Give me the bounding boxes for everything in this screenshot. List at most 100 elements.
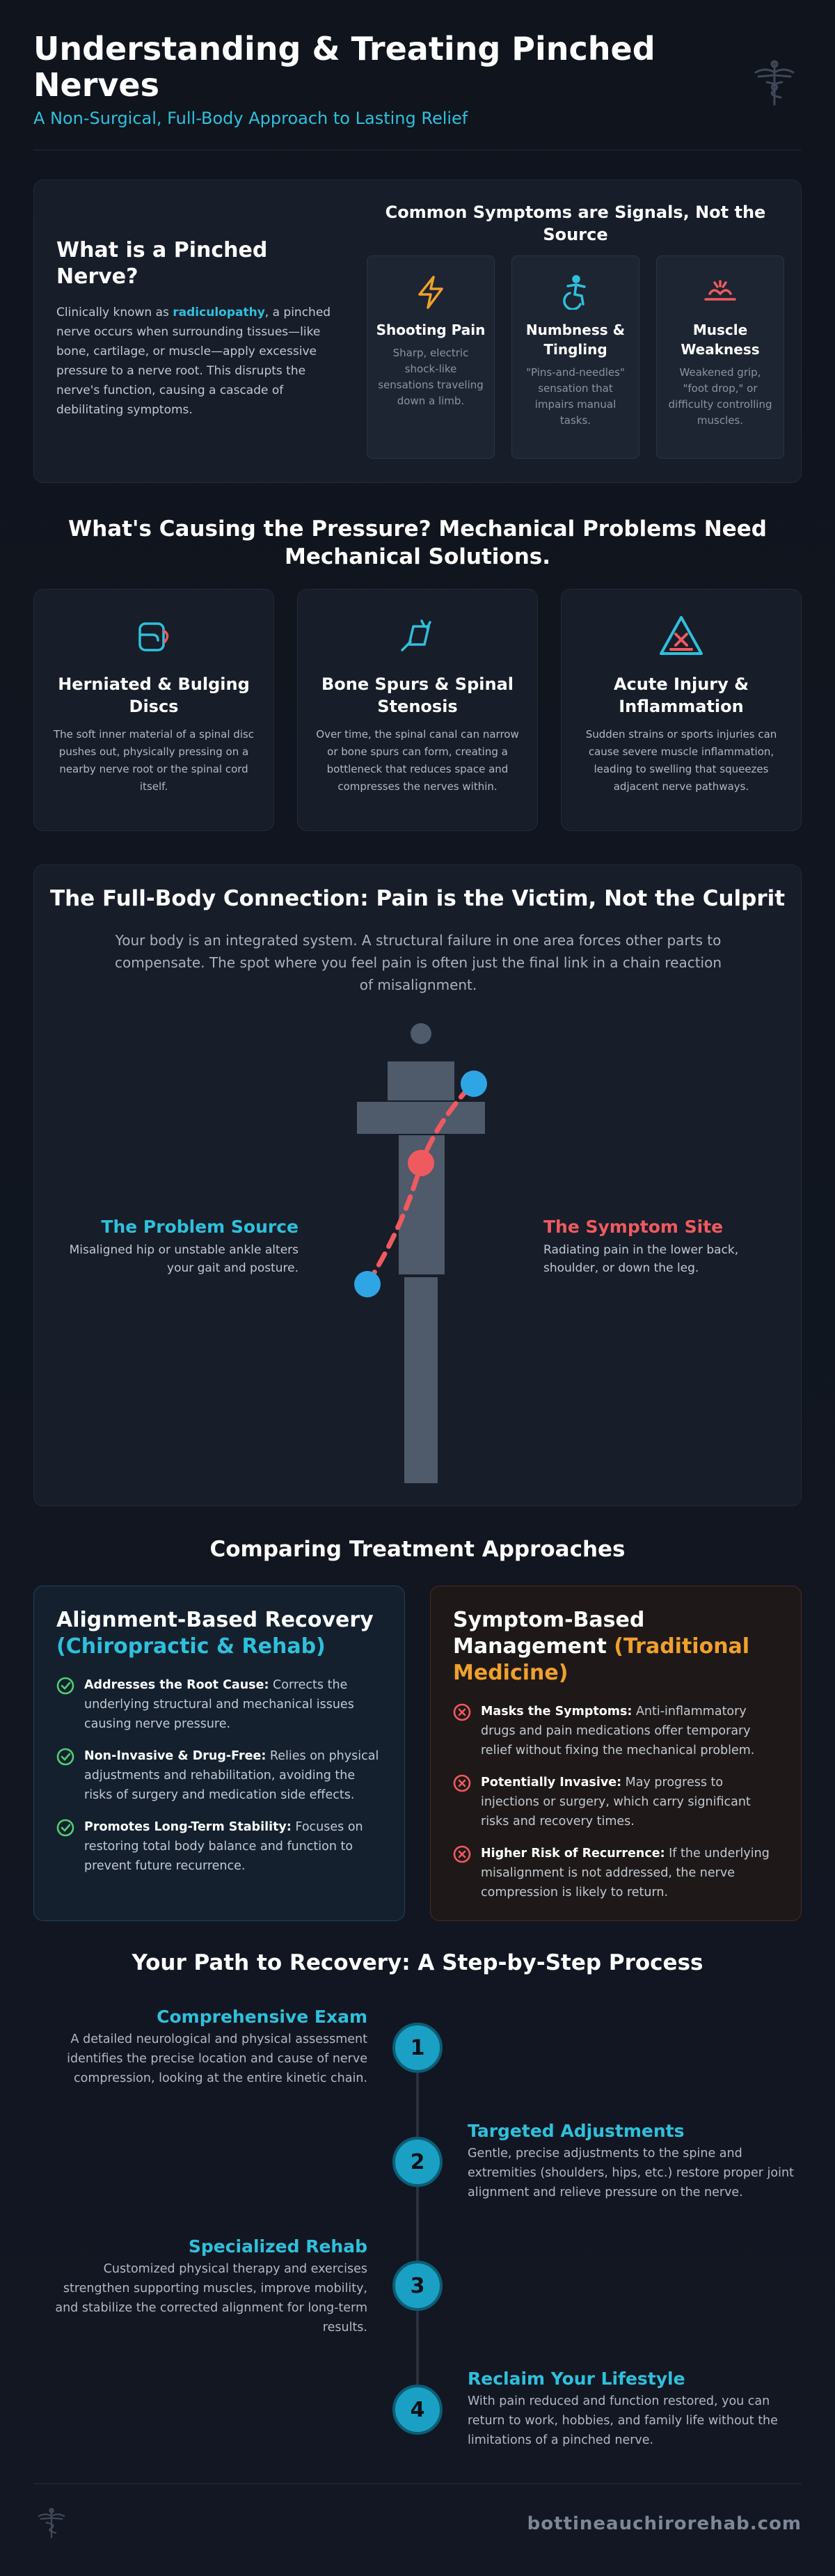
step-title: Reclaim Your Lifestyle	[468, 2369, 685, 2389]
cause-desc: Sudden strains or sports injuries can ca…	[585, 728, 777, 793]
arms	[357, 1102, 485, 1134]
body-diagram	[354, 1023, 487, 1483]
cause-desc: The soft inner material of a spinal disc…	[53, 728, 255, 793]
symptom-desc: Weakened grip, "foot drop," or difficult…	[668, 366, 772, 427]
list-item: Non-Invasive & Drug-Free: Relies on phys…	[56, 1746, 382, 1805]
causes-title: What's Causing the Pressure? Mechanical …	[68, 516, 767, 569]
step-text: Reclaim Your Lifestyle With pain reduced…	[468, 2368, 795, 2450]
header: Understanding & Treating Pinched Nerves …	[33, 31, 802, 150]
symptom-site-label: The Symptom Site Radiating pain in the l…	[543, 1216, 794, 1277]
step-desc: With pain reduced and function restored,…	[468, 2394, 778, 2447]
alignment-title-main: Alignment-Based Recovery	[56, 1608, 374, 1632]
list-item-text: Higher Risk of Recurrence: If the underl…	[481, 1847, 770, 1899]
symptom-card: Muscle Weakness Weakened grip, "foot dro…	[656, 255, 784, 459]
website-url[interactable]: bottineauchirorehab.com	[527, 2513, 802, 2534]
intro-highlight: radiculopathy	[173, 306, 265, 319]
symptom-management-title-accent: (Traditional Medicine)	[453, 1634, 750, 1685]
step-desc: Gentle, precise adjustments to the spine…	[468, 2147, 794, 2199]
intro-title: What is a Pinched Nerve?	[56, 238, 268, 289]
symptom-title: Numbness & Tingling	[525, 322, 626, 358]
alignment-title: Alignment-Based Recovery (Chiropractic &…	[56, 1607, 382, 1660]
symptom-management-list: Masks the Symptoms: Anti-inflammatory dr…	[453, 1702, 779, 1902]
step-number: 3	[392, 2261, 443, 2311]
list-item-text: Potentially Invasive: May progress to in…	[481, 1776, 751, 1828]
page-title: Understanding & Treating Pinched Nerves	[33, 30, 655, 104]
list-item-text: Promotes Long-Term Stability: Focuses on…	[84, 1820, 363, 1873]
symptoms-panel: Common Symptoms are Signals, Not the Sou…	[367, 201, 784, 459]
connection-body: Your body is an integrated system. A str…	[114, 932, 722, 993]
symptom-management-title: Symptom-Based Management (Traditional Me…	[453, 1607, 779, 1686]
intro-card: What is a Pinched Nerve? Clinically know…	[33, 180, 802, 483]
list-item-text: Non-Invasive & Drug-Free: Relies on phys…	[84, 1749, 379, 1802]
list-item: Masks the Symptoms: Anti-inflammatory dr…	[453, 1702, 779, 1760]
cause-card: Bone Spurs & Spinal Stenosis Over time, …	[297, 589, 538, 831]
symptom-title: Shooting Pain	[376, 322, 486, 338]
legs	[404, 1277, 438, 1483]
cause-card: Acute Injury & Inflammation Sudden strai…	[561, 589, 802, 831]
list-item: Promotes Long-Term Stability: Focuses on…	[56, 1817, 382, 1876]
symptoms-title: Common Symptoms are Signals, Not the Sou…	[385, 203, 766, 244]
symptom-desc: Sharp, electric shock-like sensations tr…	[378, 347, 484, 407]
lightning-icon	[418, 276, 443, 309]
step-text: Targeted Adjustments Gentle, precise adj…	[468, 2120, 795, 2202]
list-item-text: Masks the Symptoms: Anti-inflammatory dr…	[481, 1705, 755, 1757]
caduceus-icon	[754, 60, 795, 106]
symptom-dot	[408, 1150, 434, 1176]
alignment-list: Addresses the Root Cause: Corrects the u…	[56, 1675, 382, 1876]
shoulders	[388, 1061, 454, 1100]
x-circle-icon	[453, 1774, 471, 1792]
connection-title: The Full-Body Connection: Pain is the Vi…	[49, 886, 786, 911]
intro-body: Clinically known as radiculopathy, a pin…	[56, 303, 335, 420]
symptom-site-title: The Symptom Site	[543, 1217, 724, 1237]
disc-icon	[138, 622, 169, 651]
problem-title: The Problem Source	[101, 1217, 299, 1237]
check-circle-icon	[56, 1677, 74, 1695]
x-circle-icon	[453, 1703, 471, 1721]
symptom-management-title-main: Symptom-Based Management	[453, 1608, 645, 1659]
cause-card: Herniated & Bulging Discs The soft inner…	[33, 589, 274, 831]
list-item: Potentially Invasive: May progress to in…	[453, 1773, 779, 1831]
cause-title: Acute Injury & Inflammation	[613, 674, 749, 716]
symptom-title: Muscle Weakness	[681, 322, 760, 358]
head	[411, 1023, 431, 1044]
step-title: Comprehensive Exam	[157, 2007, 367, 2027]
problem-desc: Misaligned hip or unstable ankle alters …	[69, 1243, 299, 1275]
check-circle-icon	[56, 1819, 74, 1837]
bone-spur-icon	[401, 619, 431, 651]
alignment-title-accent: (Chiropractic & Rehab)	[56, 1634, 326, 1659]
intro-body-after: , a pinched nerve occurs when surroundin…	[56, 306, 331, 417]
symptom-site-desc: Radiating pain in the lower back, should…	[543, 1243, 739, 1275]
symptom-desc: "Pins-and-needles" sensation that impair…	[526, 366, 625, 427]
footer: bottineauchirorehab.com	[33, 2483, 802, 2545]
list-item-text: Addresses the Root Cause: Corrects the u…	[84, 1678, 354, 1731]
steps-title: Your Path to Recovery: A Step-by-Step Pr…	[132, 1950, 703, 1975]
accessibility-icon	[563, 275, 586, 310]
step-desc: Customized physical therapy and exercise…	[55, 2262, 367, 2334]
comparison-title: Comparing Treatment Approaches	[209, 1537, 626, 1562]
step-number: 4	[392, 2385, 443, 2435]
source-dot	[354, 1271, 381, 1297]
step-number: 2	[392, 2137, 443, 2187]
check-circle-icon	[56, 1748, 74, 1766]
page-subtitle: A Non-Surgical, Full-Body Approach to La…	[33, 109, 468, 128]
timeline-line	[416, 2048, 419, 2410]
intro-text: What is a Pinched Nerve? Clinically know…	[56, 237, 335, 420]
shoulder-dot	[461, 1070, 487, 1097]
list-item: Addresses the Root Cause: Corrects the u…	[56, 1675, 382, 1734]
warning-icon	[660, 616, 703, 655]
step-text: Specialized Rehab Customized physical th…	[40, 2236, 367, 2337]
intro-body-before: Clinically known as	[56, 306, 173, 319]
weakness-icon	[704, 280, 736, 301]
step-number: 1	[392, 2023, 443, 2073]
alignment-card: Alignment-Based Recovery (Chiropractic &…	[33, 1586, 405, 1921]
list-item: Higher Risk of Recurrence: If the underl…	[453, 1844, 779, 1902]
symptoms-list: Shooting Pain Sharp, electric shock-like…	[367, 255, 784, 459]
connection-card: The Full-Body Connection: Pain is the Vi…	[33, 864, 802, 1506]
step-title: Targeted Adjustments	[468, 2121, 685, 2141]
symptom-card: Shooting Pain Sharp, electric shock-like…	[367, 255, 495, 459]
step-text: Comprehensive Exam A detailed neurologic…	[40, 2006, 367, 2088]
cause-title: Herniated & Bulging Discs	[58, 674, 250, 716]
x-circle-icon	[453, 1845, 471, 1863]
problem-source-label: The Problem Source Misaligned hip or uns…	[69, 1216, 299, 1277]
